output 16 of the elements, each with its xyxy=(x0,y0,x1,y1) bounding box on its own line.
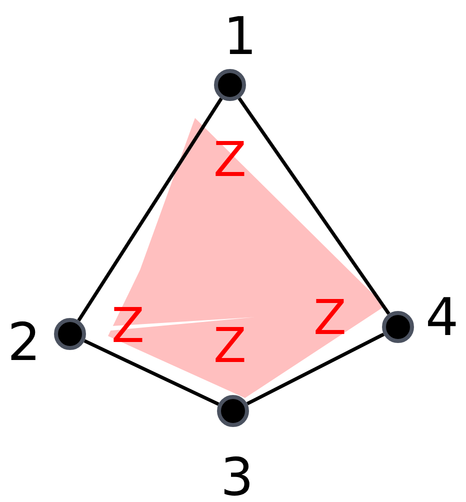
connector-line xyxy=(246,332,385,406)
vertex-dot xyxy=(217,395,249,427)
letter-label: Z xyxy=(314,294,346,342)
vertex-dot xyxy=(382,311,414,343)
vertex-number: 4 xyxy=(425,292,459,344)
vertex-number: 2 xyxy=(7,317,41,369)
letter-label: Z xyxy=(214,322,246,370)
connector-line xyxy=(84,339,220,406)
letter-label: Z xyxy=(214,136,246,184)
connector-line xyxy=(77,98,223,322)
vertex-number: 1 xyxy=(223,11,257,63)
vertex-dot xyxy=(214,69,246,101)
vertex-number: 3 xyxy=(220,452,254,502)
connector-line xyxy=(238,97,390,315)
letter-label: Z xyxy=(112,302,144,350)
vertex-dot xyxy=(54,318,86,350)
